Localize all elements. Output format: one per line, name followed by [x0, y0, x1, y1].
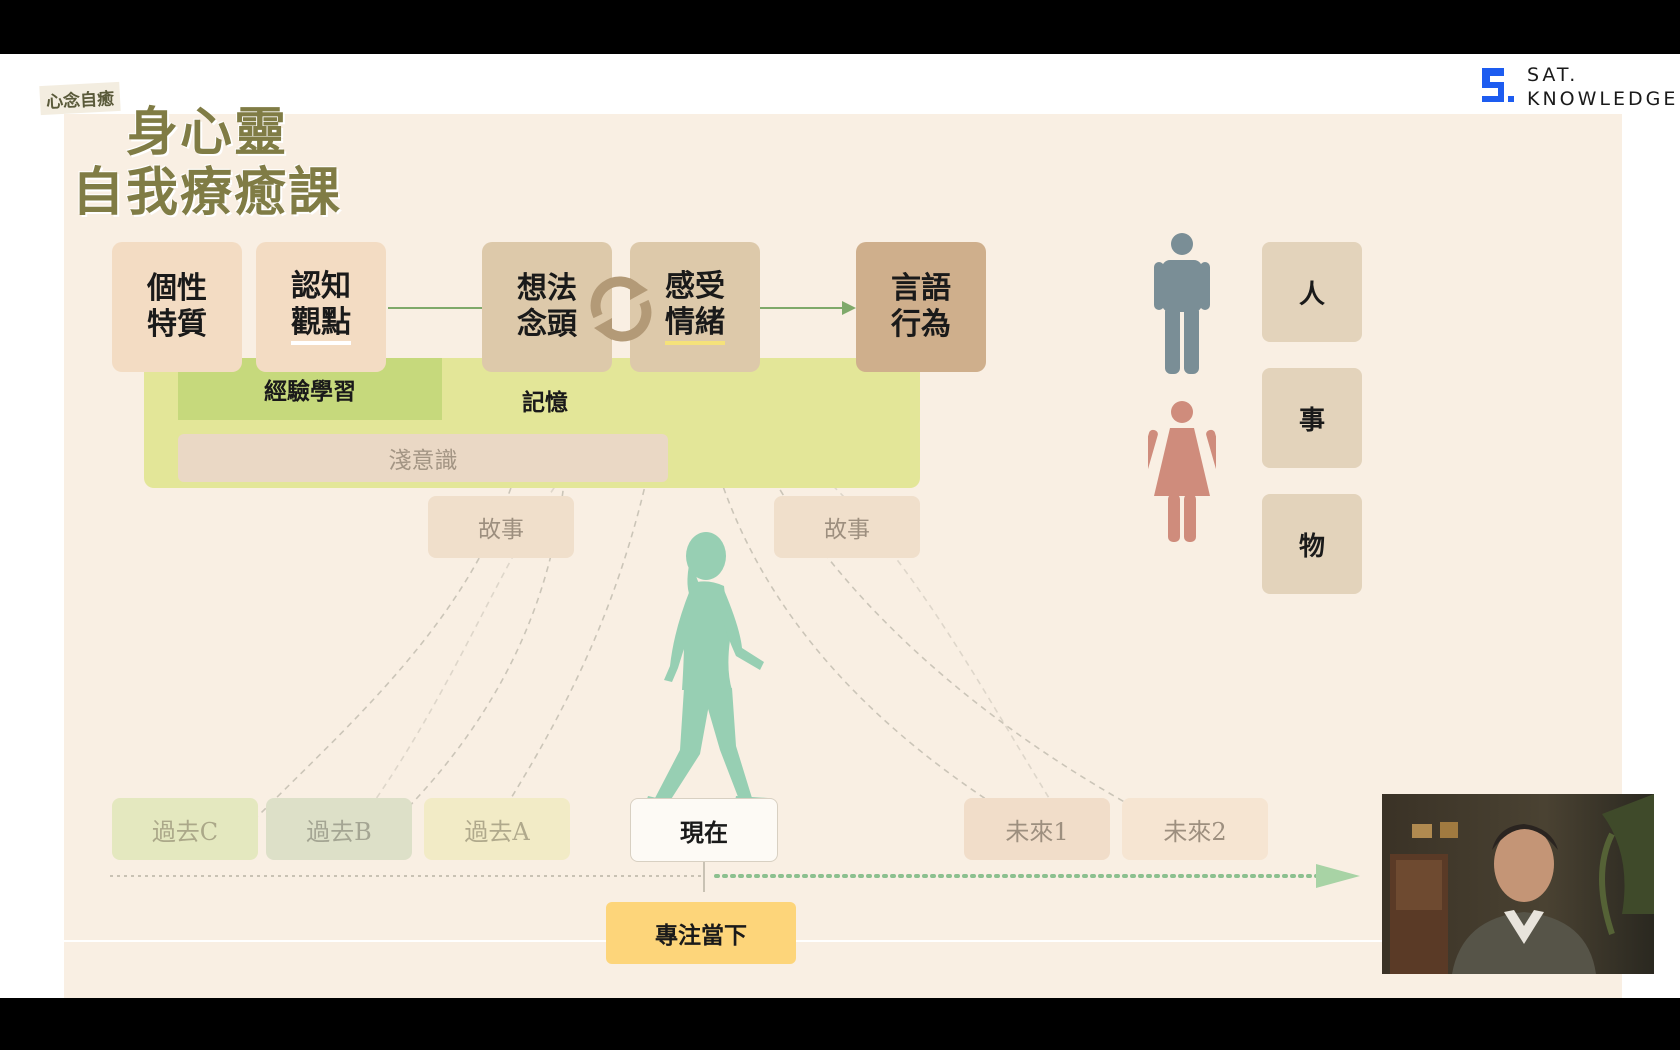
walking-woman-icon — [640, 530, 770, 816]
thought-line1: 想法 — [517, 271, 577, 306]
timeline-arrow-icon — [1316, 864, 1360, 888]
behavior-box: 言語行為 — [856, 242, 986, 372]
brand-line1: SAT. — [1527, 64, 1579, 86]
course-title-line2: 自我療癒課 — [72, 162, 343, 223]
personality-box: 個性特質 — [112, 242, 242, 372]
curve-future-1 — [695, 369, 1013, 817]
behavior-line2: 行為 — [891, 307, 951, 342]
refresh-cycle-icon — [584, 272, 658, 346]
cognition-line1: 認知 — [291, 269, 351, 304]
memory-label: 記憶 — [522, 389, 568, 416]
people-box: 人 — [1262, 242, 1362, 342]
feeling-line1: 感受 — [665, 269, 725, 304]
presenter-video[interactable] — [1382, 794, 1654, 974]
timeline-past-a: 過去A — [424, 798, 570, 860]
slide: 心念自癒 身心靈 自我療癒課 SAT. KNOWLEDGE — [0, 54, 1680, 998]
behavior-line1: 言語 — [891, 271, 951, 306]
bottom-letterbox — [0, 998, 1680, 1050]
things-box: 物 — [1262, 494, 1362, 594]
story-right-box: 故事 — [774, 496, 920, 558]
timeline-future-2: 未來2 — [1122, 798, 1268, 860]
cognition-line2: 觀點 — [291, 305, 351, 345]
arrow-right-icon — [842, 301, 856, 315]
panel-bottom-divider — [64, 940, 1624, 942]
personality-line2: 特質 — [147, 307, 207, 342]
course-title-line1: 身心靈 — [126, 102, 289, 163]
sat-logo-icon — [1480, 66, 1520, 106]
events-box: 事 — [1262, 368, 1362, 468]
timeline-past-b: 過去B — [266, 798, 412, 860]
woman-icon — [1138, 400, 1226, 544]
feeling-line2: 情緒 — [665, 305, 725, 345]
panel-divider — [1622, 114, 1624, 998]
brand-line2: KNOWLEDGE — [1527, 88, 1679, 110]
feeling-box: 感受情緒 — [630, 242, 760, 372]
cognition-box: 認知觀點 — [256, 242, 386, 372]
man-icon — [1152, 232, 1212, 376]
focus-present-box: 專注當下 — [606, 902, 796, 964]
story-left-box: 故事 — [428, 496, 574, 558]
subconscious-band: 淺意識 — [178, 434, 668, 482]
timeline-present: 現在 — [630, 798, 778, 862]
timeline-past-c: 過去C — [112, 798, 258, 860]
thought-box: 想法念頭 — [482, 242, 612, 372]
personality-line1: 個性 — [147, 271, 207, 306]
curve-story-left — [363, 413, 621, 817]
timeline-future-1: 未來1 — [964, 798, 1110, 860]
top-letterbox — [0, 0, 1680, 54]
thought-line2: 念頭 — [517, 307, 577, 342]
